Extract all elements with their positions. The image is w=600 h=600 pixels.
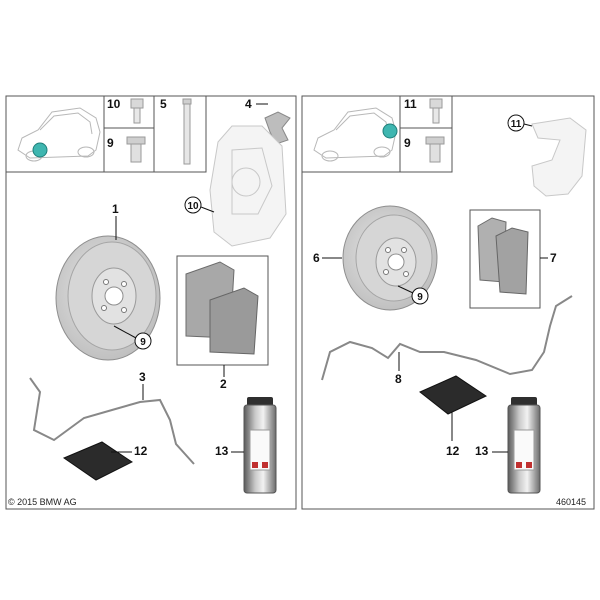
clip-icon [264,111,291,145]
callout-13: 13 [475,444,489,458]
bolt-icon [429,98,443,124]
car-icon [17,107,101,162]
callout-7: 7 [550,251,557,265]
bolt-icon [425,136,445,163]
callout-13: 13 [215,444,229,458]
callout-circle-9 [134,332,152,350]
right-panel: 11 9 11 6 9 [301,95,595,510]
callout-circle-9 [411,287,429,305]
callout-9: 9 [417,292,423,303]
callout-11: 11 [511,119,522,130]
header-number-10: 10 [107,97,121,111]
callout-3: 3 [139,370,146,384]
callout-6: 6 [313,251,320,265]
guide-pin-icon [182,98,192,165]
brake-disc-icon [55,235,161,361]
bolt-icon [130,98,144,124]
callout-2: 2 [220,377,227,391]
brake-disc-icon [342,205,438,311]
callout-8: 8 [395,372,402,386]
header-number-9: 9 [404,136,411,150]
bolt-icon [126,136,146,163]
header-number-11: 11 [404,97,417,111]
highlight-dot [382,123,398,139]
callout-circle-10 [184,196,202,214]
header-number-4: 4 [245,97,252,111]
header-number-5: 5 [160,97,167,111]
grease-pouch-icon [419,375,488,415]
left-panel: 10 5 4 9 10 [5,95,297,510]
caliper-carrier-icon [531,117,587,197]
header-number-9: 9 [107,136,114,150]
diagram-id: 460145 [556,497,586,507]
callout-9: 9 [140,337,146,348]
caliper-icon [209,125,287,247]
brake-pad-icon [185,261,259,355]
spray-can-icon [243,397,277,494]
callout-12: 12 [134,444,148,458]
callout-1: 1 [112,202,119,216]
brake-pad-icon [477,217,529,295]
callout-circle-11 [507,114,525,132]
spray-can-icon [507,397,541,494]
highlight-dot [32,142,48,158]
wear-sensor-icon [321,295,573,381]
wear-sensor-icon [29,377,195,465]
callout-12: 12 [446,444,460,458]
copyright: © 2015 BMW AG [8,497,77,507]
callout-10: 10 [187,201,199,212]
